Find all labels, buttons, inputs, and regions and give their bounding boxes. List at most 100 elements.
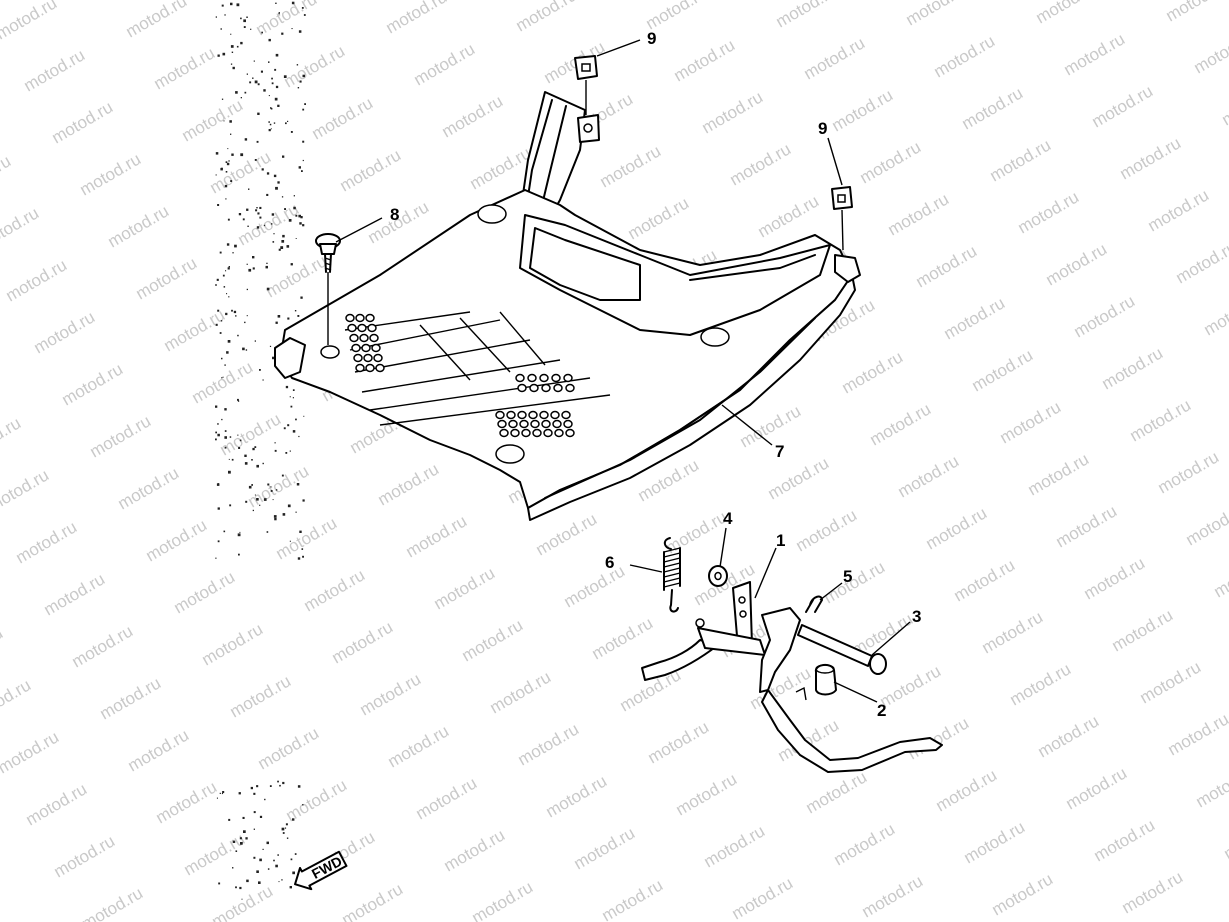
noise-dot [215,152,219,155]
watermark-text: motod.ru [1211,551,1229,601]
noise-dot [222,376,224,378]
watermark-text: motod.ru [793,505,861,555]
noise-dot [242,816,245,819]
noise-dot [232,867,234,869]
noise-dot [224,14,226,16]
noise-dot [273,122,276,124]
noise-dot [224,364,226,366]
callout-7: 7 [775,442,784,461]
noise-dot [215,405,218,408]
floor-stud [349,333,359,343]
noise-dot [302,499,305,502]
noise-dot [216,278,219,281]
noise-dot [270,107,272,109]
noise-dot [285,452,288,454]
noise-dot [228,458,230,460]
floor-stud [552,419,562,429]
watermark-text: motod.ru [21,45,89,95]
noise-dot [239,439,242,442]
noise-dot [221,418,223,421]
noise-dot [215,557,217,559]
noise-dot [248,268,252,272]
watermark-text: motod.ru [125,725,193,775]
noise-dot [277,854,279,856]
noise-dot [215,431,217,434]
noise-dot [293,195,295,197]
floor-stud [561,410,571,420]
noise-dot [275,489,278,491]
noise-dot [231,458,234,461]
noise-dot [253,60,255,62]
noise-dot [257,112,260,115]
watermark-text: motod.ru [329,617,397,667]
floor-stud [527,373,537,383]
noise-dot [263,224,266,227]
watermark-text: motod.ru [541,37,609,87]
noise-dot [257,212,260,215]
watermark-text: motod.ru [0,675,34,725]
noise-dot [226,351,229,354]
floor-cover-part-7 [274,91,861,521]
noise-dot [266,531,269,533]
noise-dot [289,396,291,398]
noise-dot [277,315,281,318]
watermark-text: motod.ru [673,769,741,819]
noise-dot [273,859,275,862]
noise-dot [282,155,285,158]
noise-dot [290,858,293,861]
noise-dot [252,256,255,259]
watermark-text: motod.ru [1145,185,1213,235]
noise-dot [261,168,264,171]
noise-dot [222,52,226,56]
watermark-text: motod.ru [3,255,71,305]
watermark-text: motod.ru [13,517,81,567]
watermark-text: motod.ru [1155,447,1223,497]
watermark-text: motod.ru [589,613,657,663]
noise-dot [302,74,305,78]
noise-dot [226,162,230,166]
noise-dot [223,120,225,122]
watermark-text: motod.ru [105,201,173,251]
noise-dot [232,840,236,843]
floor-stud [499,428,509,438]
noise-dot [244,138,248,141]
noise-dot [271,82,274,85]
noise-dot [290,405,293,408]
noise-dot [249,81,252,84]
watermark-text: motod.ru [801,33,869,83]
noise-dot [295,511,297,513]
watermark-text: motod.ru [839,347,907,397]
noise-dot [275,53,279,57]
noise-dot [279,784,281,787]
noise-dot [239,886,242,890]
noise-dot [268,61,270,63]
noise-dot [229,436,232,438]
floor-stud [510,428,520,438]
noise-dot [297,315,300,317]
noise-dot [269,123,272,126]
noise-dot [268,121,270,123]
callout-lines [335,39,911,703]
noise-dot [301,170,303,172]
callout-6: 6 [605,553,614,572]
noise-dot [228,470,231,474]
watermark-text: motod.ru [533,509,601,559]
watermark-text: motod.ru [411,39,479,89]
floor-stud [497,419,507,429]
watermark-text: motod.ru [413,773,481,823]
watermark-text: motod.ru [729,873,797,922]
floor-stud [541,383,551,393]
noise-dot [270,490,273,492]
screw-part-8 [315,233,341,345]
watermark-text: motod.ru [1219,79,1229,129]
noise-dot [252,447,255,451]
noise-dot [220,167,223,171]
noise-dot [292,397,294,399]
noise-dot [267,868,270,870]
noise-dot [215,323,218,326]
noise-dot [280,246,284,249]
noise-dot [256,870,259,873]
noise-dot [289,450,291,452]
watermark-text: motod.ru [515,719,583,769]
floor-stud [363,353,373,363]
